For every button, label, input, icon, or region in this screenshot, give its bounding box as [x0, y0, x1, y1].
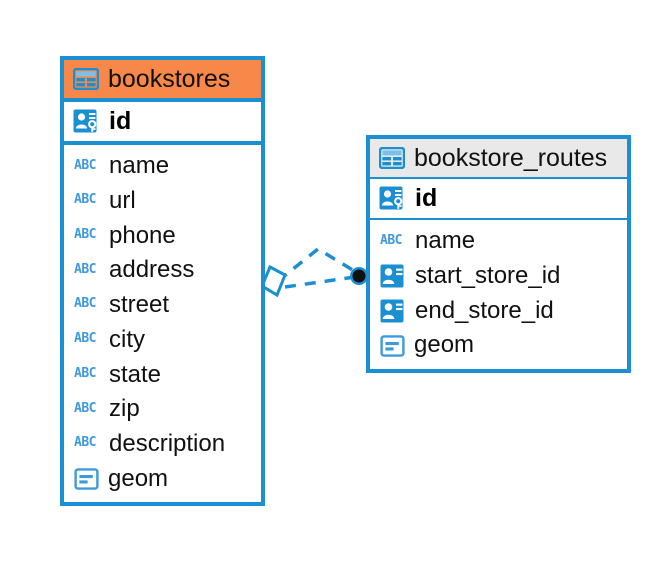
diamond-marker-icon [260, 264, 287, 298]
abc-text-icon: ABC [74, 261, 96, 277]
entity-title: bookstores [108, 65, 231, 93]
field-label: name [109, 152, 170, 180]
primary-key-row-bookstores[interactable]: id [64, 102, 261, 146]
field-label: start_store_id [415, 261, 561, 289]
table-icon [379, 147, 405, 170]
field-row[interactable]: ABC url [64, 184, 261, 219]
abc-text-icon: ABC [380, 232, 402, 248]
field-row[interactable]: geom [370, 328, 627, 363]
field-label: city [109, 325, 145, 353]
relationship-line-lower [284, 275, 356, 289]
abc-text-icon: ABC [74, 435, 96, 451]
entity-title: bookstore_routes [414, 144, 608, 172]
field-row[interactable]: start_store_id [370, 259, 627, 294]
field-label: address [109, 256, 195, 284]
entity-header-bookstores[interactable]: bookstores [64, 60, 261, 103]
abc-text-icon: ABC [74, 400, 96, 416]
field-row[interactable]: ABC street [64, 288, 261, 323]
abc-text-icon: ABC [74, 365, 96, 381]
field-row[interactable]: ABC state [64, 358, 261, 393]
primary-key-label: id [109, 107, 132, 136]
entity-header-bookstore-routes[interactable]: bookstore_routes [370, 139, 627, 180]
field-row[interactable]: end_store_id [370, 294, 627, 329]
field-list-bookstore-routes: ABC name start_store_id [370, 220, 627, 369]
abc-text-icon: ABC [74, 296, 96, 312]
field-row[interactable]: ABC name [64, 149, 261, 184]
field-label: street [109, 291, 170, 319]
abc-text-icon: ABC [74, 157, 96, 173]
field-row[interactable]: ABC address [64, 253, 261, 288]
field-label: geom [108, 464, 169, 492]
field-label: zip [109, 395, 140, 423]
abc-text-icon: ABC [74, 331, 96, 347]
field-row[interactable]: ABC phone [64, 219, 261, 254]
primary-key-label: id [415, 184, 438, 213]
foreign-key-icon [380, 299, 404, 323]
table-icon [73, 68, 99, 91]
field-row[interactable]: ABC zip [64, 392, 261, 427]
field-label: name [415, 227, 476, 255]
primary-key-row-bookstore-routes[interactable]: id [370, 179, 627, 221]
field-row[interactable]: ABC description [64, 427, 261, 462]
field-label: phone [109, 221, 176, 249]
field-label: url [109, 186, 136, 214]
field-label: end_store_id [415, 296, 554, 324]
entity-bookstores[interactable]: bookstores id ABC name ABC url [60, 56, 265, 507]
relationship-line-upper [276, 246, 357, 283]
geometry-icon [74, 468, 99, 490]
field-row[interactable]: ABC city [64, 323, 261, 358]
geometry-icon [380, 334, 405, 357]
field-label: description [109, 430, 226, 457]
field-row[interactable]: ABC name [370, 224, 627, 259]
entity-bookstore-routes[interactable]: bookstore_routes id ABC name [366, 135, 631, 374]
primary-key-icon [73, 109, 97, 133]
abc-text-icon: ABC [74, 192, 96, 208]
primary-key-icon [379, 186, 403, 210]
foreign-key-icon [380, 264, 404, 288]
field-label: geom [414, 331, 475, 359]
field-label: state [109, 360, 162, 388]
field-list-bookstores: ABC name ABC url ABC phone ABC address A… [64, 145, 261, 502]
abc-text-icon: ABC [74, 227, 96, 243]
field-row[interactable]: geom [64, 462, 261, 497]
